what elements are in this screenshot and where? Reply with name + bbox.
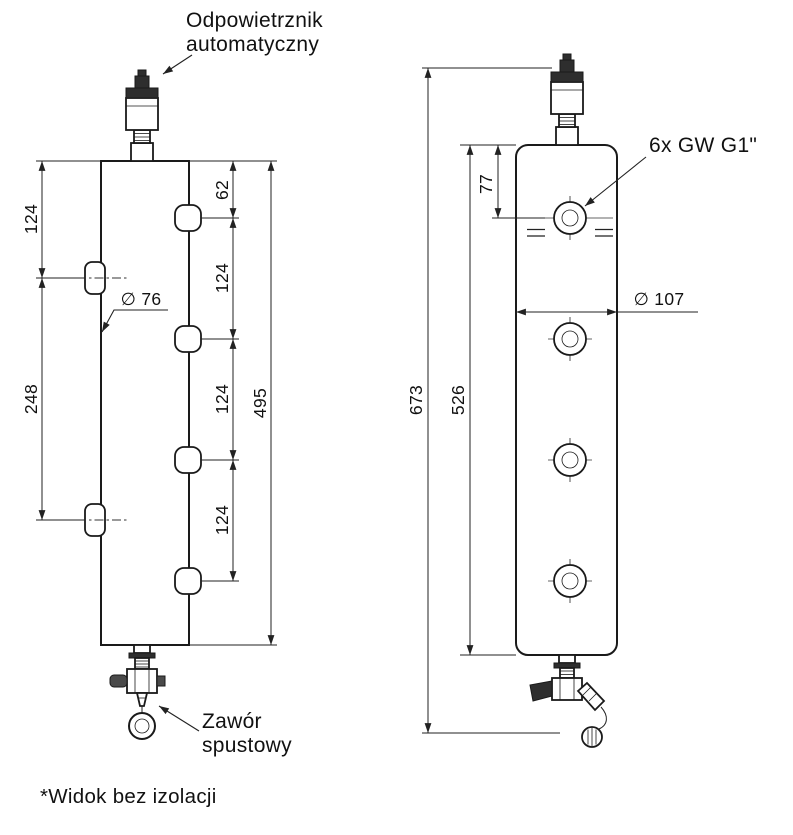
dimension-label: 248	[21, 384, 41, 414]
air-vent-tip	[137, 69, 147, 77]
dimension-label: 124	[212, 263, 232, 293]
dimension-label: 124	[21, 204, 41, 234]
port-stub-right-2	[174, 325, 202, 353]
drain-hose-barb	[576, 681, 606, 712]
dimension-label: 62	[212, 180, 232, 200]
port-2	[548, 317, 592, 361]
ports-leader	[584, 156, 647, 207]
drain-valve-lever	[529, 680, 553, 702]
drain-valve-leader	[158, 705, 200, 732]
dimension-label: 673	[406, 385, 426, 415]
air-vent-cap	[550, 71, 584, 83]
port-circle	[553, 201, 587, 235]
port-circle	[553, 564, 587, 598]
drain-valve-front-view	[529, 654, 607, 748]
drain-valve-side-view	[109, 644, 166, 740]
drain-cap-strap	[598, 706, 607, 730]
drain-cap-ring	[128, 712, 156, 740]
side-view: 124 248 62 124 124 124 495 ∅ 76	[21, 69, 277, 740]
air-vent-label-line1: Odpowietrznik	[186, 9, 323, 32]
air-vent-front-view	[550, 53, 584, 146]
diameter-label: ∅ 76	[121, 289, 162, 309]
port-4	[548, 559, 592, 603]
dimension-label: 124	[212, 384, 232, 414]
air-vent-leader	[162, 54, 193, 75]
ports-label: 6x GW G1"	[649, 134, 757, 157]
air-vent-label-line2: automatyczny	[186, 33, 319, 56]
footnote: *Widok bez izolacji	[40, 785, 217, 808]
port-stub-right-3	[174, 446, 202, 474]
drain-valve-label-line1: Zawór	[202, 710, 262, 733]
front-view: 673 526 77 ∅ 107	[406, 53, 698, 748]
air-vent-cap	[125, 87, 159, 99]
air-vent-side-view	[125, 69, 159, 162]
port-circle	[553, 322, 587, 356]
drain-valve-label-line2: spustowy	[202, 734, 292, 757]
side-view-extension-lines	[36, 160, 277, 646]
callouts: Odpowietrznik automatyczny 6x GW G1" Zaw…	[40, 9, 757, 808]
drain-valve-handle	[109, 674, 128, 688]
port-3	[548, 438, 592, 482]
diameter-label: ∅ 107	[634, 289, 685, 309]
port-circle	[553, 443, 587, 477]
port-stub-right-1	[174, 204, 202, 232]
dimension-label: 124	[212, 505, 232, 535]
side-view-dimension-lines	[38, 161, 275, 645]
air-vent-knob	[559, 59, 575, 73]
dimension-label: 495	[250, 388, 270, 418]
dimension-label: 526	[448, 385, 468, 415]
port-stub-right-4	[174, 567, 202, 595]
dimension-label: 77	[476, 174, 496, 194]
drain-valve-body	[126, 668, 158, 694]
drain-outlet-barb	[135, 692, 149, 707]
side-view-vessel-body	[100, 160, 190, 646]
diameter-leader	[101, 309, 168, 333]
air-vent-knob	[134, 75, 150, 89]
air-vent-tip	[562, 53, 572, 61]
drain-valve-body	[551, 677, 583, 701]
front-view-dimension-lines	[424, 68, 698, 733]
